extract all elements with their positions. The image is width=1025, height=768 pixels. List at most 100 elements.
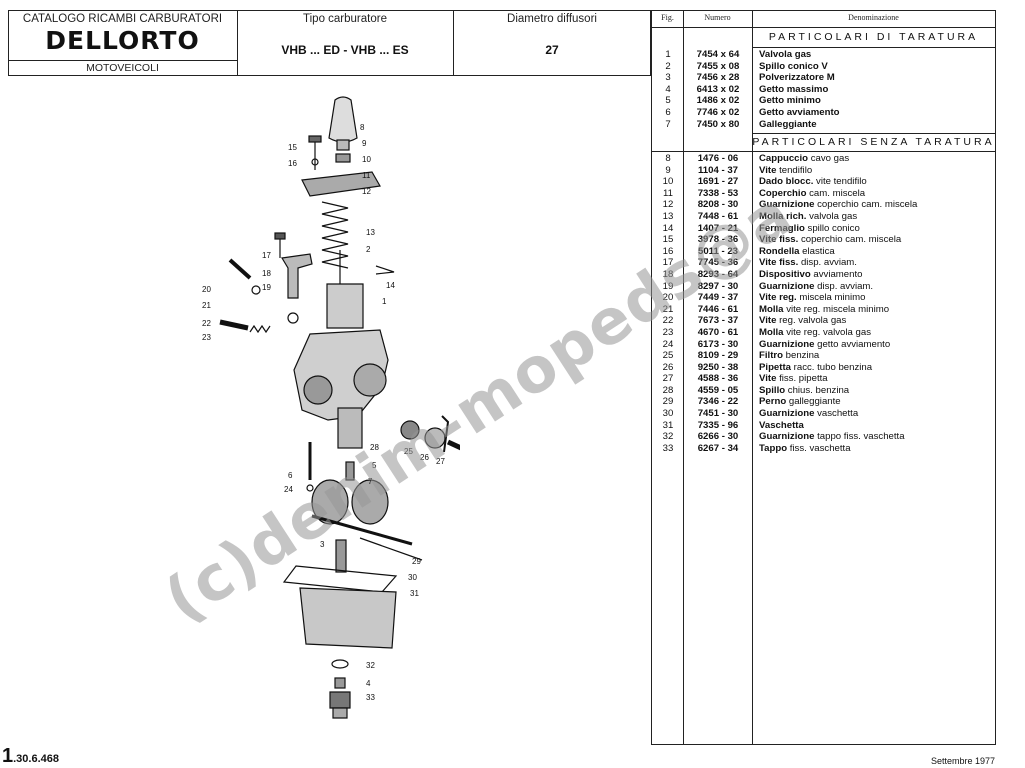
row-number: 7745 - 36 — [697, 257, 739, 269]
row-denomination: Dado blocc. vite tendifilo — [759, 176, 995, 188]
svg-text:17: 17 — [262, 251, 271, 260]
row-denomination-detail: galleggiante — [786, 396, 841, 408]
catalog-title: CATALOGO RICAMBI CARBURATORI — [22, 13, 223, 25]
row-denomination-main: Dado blocc. — [759, 176, 814, 188]
row-number: 7451 - 30 — [697, 408, 739, 420]
row-denomination-main: Guarnizione — [759, 431, 815, 443]
row-fig: 5 — [665, 95, 671, 107]
diameter-label: Diametro diffusori — [507, 13, 597, 25]
row-denomination-main: Vite fiss. — [759, 257, 799, 269]
row-denomination: Coperchio cam. miscela — [759, 188, 995, 200]
row-number: 5011 - 23 — [697, 245, 738, 257]
row-number: 8297 - 30 — [697, 280, 739, 292]
row-number: 7335 - 96 — [697, 419, 739, 431]
row-denomination: Valvola gas — [759, 49, 995, 61]
row-denomination-detail: reg. valvola gas — [776, 315, 847, 327]
row-denomination-main: Filtro — [759, 350, 783, 362]
row-number: 7454 x 64 — [696, 49, 740, 60]
section2-rule-bottom — [652, 151, 995, 152]
svg-text:19: 19 — [262, 283, 271, 292]
row-number: 9250 - 38 — [697, 361, 739, 373]
svg-text:3: 3 — [320, 540, 325, 549]
row-fig: 1 — [665, 49, 671, 60]
row-number: 6413 x 02 — [696, 83, 740, 95]
brand-logo: DELLORTO — [45, 26, 200, 55]
row-number: 3978 - 36 — [697, 234, 739, 246]
header-divider-1 — [237, 10, 238, 76]
row-number: 8293 - 64 — [697, 268, 739, 280]
row-fig: 10 — [662, 176, 674, 188]
row-number: 7338 - 53 — [697, 187, 739, 199]
row-denomination-detail: racc. tubo benzina — [791, 361, 873, 373]
row-denomination-main: Molla — [759, 303, 784, 315]
row-number: 7455 x 08 — [696, 60, 740, 72]
row-fig: 21 — [662, 303, 674, 315]
row-denomination-main: Perno — [759, 396, 787, 408]
svg-text:33: 33 — [366, 693, 375, 702]
row-denomination-main: Vite fiss. — [759, 234, 799, 246]
svg-text:8: 8 — [360, 123, 365, 132]
row-number: 7446 - 61 — [697, 303, 739, 315]
row-denomination-detail: elastica — [799, 245, 835, 257]
col-header-den: Denominazione — [848, 13, 899, 22]
row-fig: 26 — [662, 361, 674, 373]
row-fig: 4 — [665, 83, 671, 95]
row-fig: 13 — [662, 210, 674, 222]
row-denomination-detail: chius. benzina — [785, 384, 850, 396]
svg-text:9: 9 — [362, 139, 367, 148]
row-fig: 27 — [662, 373, 674, 385]
row-denomination-main: Getto avviamento — [759, 106, 840, 118]
row-number: 1486 x 02 — [696, 95, 740, 107]
row-number: 4670 - 61 — [697, 326, 739, 338]
row-denomination-detail: vite tendifilo — [813, 176, 867, 188]
row-denomination-detail: tendifilo — [776, 164, 813, 176]
header-divider-2 — [453, 10, 454, 76]
svg-text:20: 20 — [202, 285, 211, 294]
row-denomination: Galleggiante — [759, 119, 995, 131]
row-denomination: Getto avviamento — [759, 107, 995, 119]
row-denomination-main: Guarnizione — [759, 338, 815, 350]
row-number: 7746 x 02 — [696, 106, 740, 118]
section2-rule-top — [752, 133, 995, 134]
row-fig: 9 — [665, 164, 671, 176]
row-denomination: Filtro benzina — [759, 350, 995, 362]
row-denomination: Dispositivo avviamento — [759, 269, 995, 281]
row-denomination-detail: cam. miscela — [806, 187, 866, 199]
svg-text:18: 18 — [262, 269, 271, 278]
row-denomination: Guarnizione vaschetta — [759, 408, 995, 420]
row-number: 4588 - 36 — [697, 373, 739, 385]
row-denomination-main: Rondella — [759, 245, 800, 257]
row-number: 8109 - 29 — [697, 350, 739, 362]
row-denomination: Guarnizione disp. avviam. — [759, 281, 995, 293]
row-denomination: Molla vite reg. miscela minimo — [759, 304, 995, 316]
row-fig: 14 — [662, 222, 674, 234]
row-denomination: Polverizzatore M — [759, 72, 995, 84]
row-fig: 20 — [662, 292, 674, 304]
row-fig: 29 — [662, 396, 674, 408]
section1-rule — [752, 47, 995, 48]
row-denomination-main: Fermaglio — [759, 222, 805, 234]
row-denomination-main: Polverizzatore M — [759, 72, 835, 84]
row-denomination-main: Vite — [759, 315, 777, 327]
row-denomination-detail: disp. avviam. — [814, 280, 874, 292]
svg-text:25: 25 — [404, 447, 413, 456]
subtitle: MOTOVEICOLI — [86, 62, 159, 74]
svg-text:11: 11 — [362, 171, 371, 180]
catalog-code: 1.30.6.468 — [2, 745, 59, 768]
svg-text:26: 26 — [420, 453, 429, 462]
row-number: 4559 - 05 — [697, 384, 739, 396]
row-fig: 3 — [665, 72, 671, 84]
row-fig: 7 — [665, 118, 671, 130]
